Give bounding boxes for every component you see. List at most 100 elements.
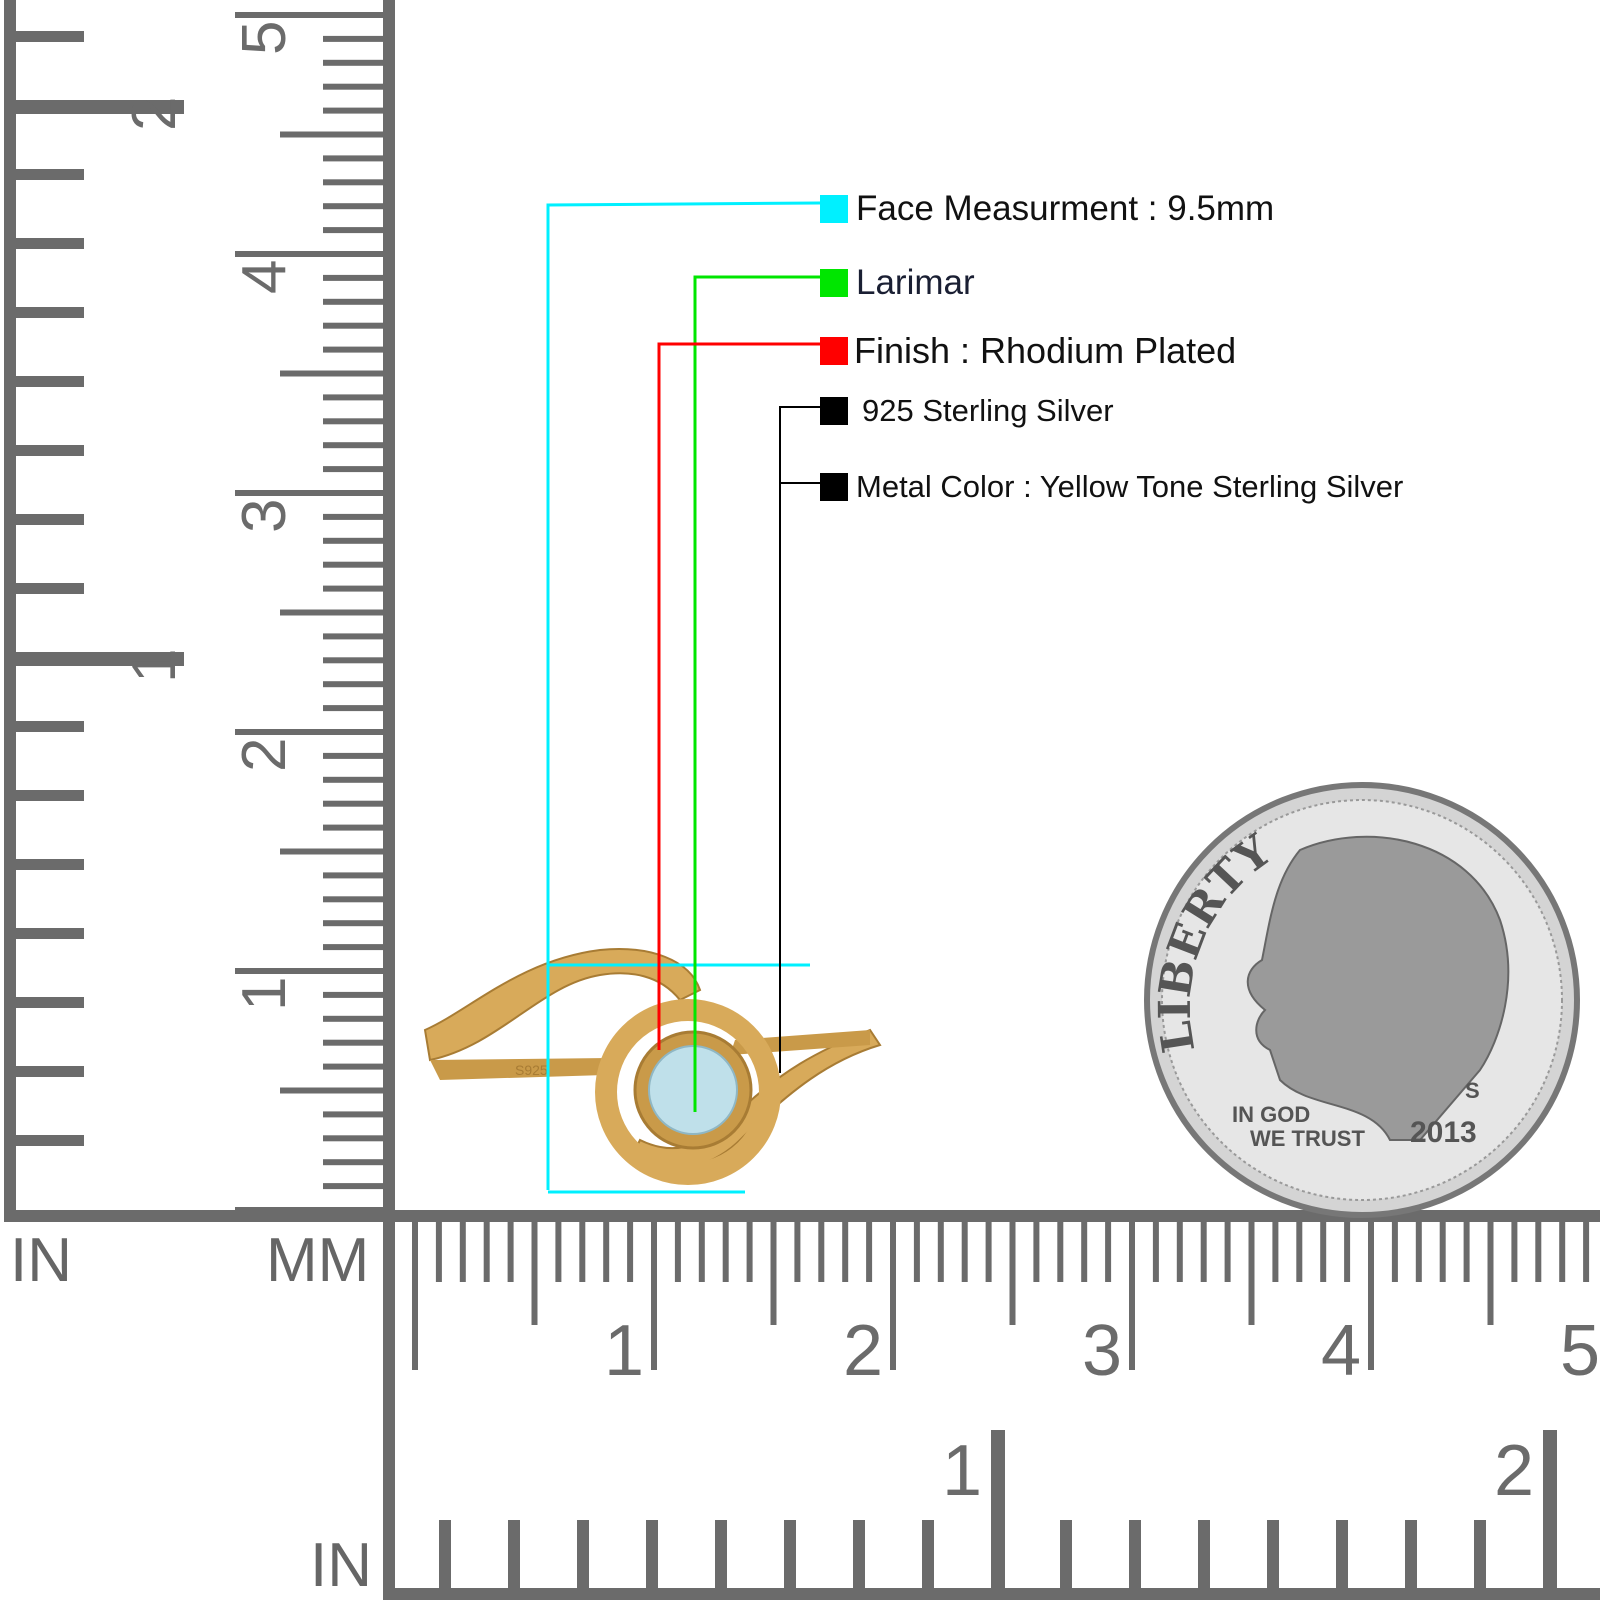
mm-tick [1200,1220,1207,1282]
inch-tick [1474,1520,1486,1595]
mm-tick [323,466,385,473]
mm-tick [985,1220,992,1282]
dime-coin: LIBERTY IN GOD WE TRUST 2013 S [1144,782,1580,1218]
finish-line [657,342,820,1050]
mm-tick [323,274,385,281]
mm-tick [1296,1220,1303,1282]
black-swatch-icon [820,473,848,501]
mm-tick [323,107,385,114]
mm-tick [435,1220,442,1282]
mm-tick [842,1220,849,1282]
inch-major-tick [14,100,184,114]
inch-tick [1060,1520,1072,1595]
mm-tick [323,298,385,305]
mm-tick [961,1220,968,1282]
mm-tick [323,1039,385,1046]
inch-tick [14,790,84,801]
inch-tick [577,1520,589,1595]
mm-tick [1272,1220,1279,1282]
mm-tick [280,1087,385,1094]
mm-cm-tick [651,1220,657,1370]
mm-tick [323,346,385,353]
inch-tick [14,169,84,180]
inch-major-tick [14,652,184,666]
mm-tick [323,1159,385,1166]
mm-tick [323,776,385,783]
mm-tick [323,442,385,449]
ruler-border [383,1210,1600,1222]
inch-tick [1336,1520,1348,1595]
inch-tick [14,238,84,249]
mm-tick [818,1220,825,1282]
unit-label-in-left: IN [10,1226,72,1295]
mm-tick [323,561,385,568]
inch-major-tick [991,1430,1005,1595]
legend-label: 925 Sterling Silver [862,393,1114,428]
face-measurement-line [546,201,821,1190]
mm-tick [323,418,385,425]
mm-tick [323,633,385,640]
leader-lines [546,201,821,1194]
legend-label: Finish : Rhodium Plated [854,330,1237,371]
inch-tick [14,583,84,594]
ring-band-left [423,948,702,1062]
mm-tick [280,848,385,855]
mm-tick [674,1220,681,1282]
mm-tick [770,1220,777,1325]
ring-image: S925 [423,948,882,1185]
inch-tick [646,1520,658,1595]
cm-label: 1 [230,977,299,1011]
mm-tick [323,752,385,759]
mm-tick [323,1015,385,1022]
mm-tick [323,1183,385,1190]
mm-tick [323,35,385,42]
mm-tick [323,585,385,592]
cm-label: 5 [1560,1311,1600,1391]
inch-tick [853,1520,865,1595]
mm-tick [1344,1220,1351,1282]
inch-tick [14,445,84,456]
inch-tick [508,1520,520,1595]
mm-tick [1511,1220,1518,1282]
mm-tick [280,131,385,138]
inch-major-tick [1543,1430,1557,1595]
mm-tick [323,1111,385,1118]
mm-tick [459,1220,466,1282]
mm-tick [323,394,385,401]
mm-cm-tick [235,1207,385,1213]
inch-label: 1 [942,1431,982,1511]
mm-tick [937,1220,944,1282]
inch-tick [14,514,84,525]
larimar-line [693,275,820,1112]
mm-tick [579,1220,586,1282]
legend-label: Larimar [856,263,975,302]
cm-label: 1 [604,1311,644,1391]
mm-tick [555,1220,562,1282]
mm-tick [323,59,385,66]
mm-tick [323,1135,385,1142]
legend-finish: Finish : Rhodium Plated [820,330,1236,372]
mm-tick [1463,1220,1470,1282]
mm-tick [1248,1220,1255,1325]
ruler-border [383,0,395,1222]
cm-label: 4 [1321,1311,1361,1391]
cm-label: 2 [843,1311,883,1391]
inch-tick [1129,1520,1141,1595]
bezel-outer [595,999,781,1185]
mm-tick [323,513,385,520]
mm-tick [1176,1220,1183,1282]
inch-tick [1405,1520,1417,1595]
mm-tick [722,1220,729,1282]
coin-motto-1: IN GOD [1232,1102,1310,1127]
mm-tick [1320,1220,1327,1282]
red-swatch-icon [820,337,848,365]
mm-tick [698,1220,705,1282]
ring-stamp: S925 [515,1062,548,1078]
black-swatch-icon [820,397,848,425]
mm-tick [794,1220,801,1282]
mm-cm-tick [235,490,385,496]
ruler-border [4,0,16,1222]
inch-tick [14,859,84,870]
